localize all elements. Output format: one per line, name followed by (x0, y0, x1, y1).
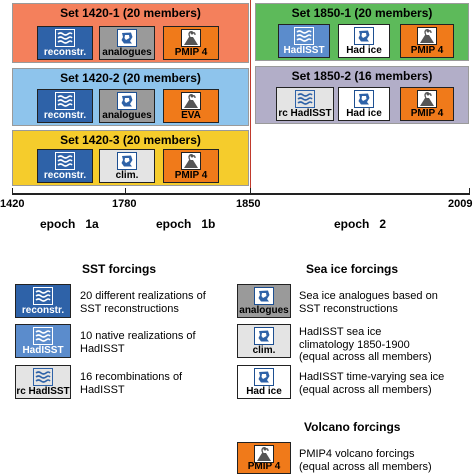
tick-label-2009: 2009 (448, 198, 473, 210)
tick-1420 (12, 188, 13, 195)
tick-label-1850: 1850 (236, 198, 261, 210)
volcano-icon (417, 90, 437, 108)
legend-pmip4-tile: PMIP 4 (237, 442, 291, 474)
tile-label: clim. (252, 345, 276, 356)
tile-label: analogues (239, 305, 289, 316)
tile-label: analogues (102, 47, 152, 58)
epoch-2-label: epoch 2 (334, 217, 387, 231)
legend-desc: 20 different realizations of SST reconst… (80, 290, 206, 315)
tile-label: Had ice (346, 108, 382, 119)
set-1420-2-box: Set 1420-2 (20 members) reconstr. analog… (12, 68, 249, 126)
tile-label: reconstr. (43, 110, 87, 121)
tile-label: reconstr. (43, 170, 87, 181)
legend-desc: 16 recombinations of HadISST (80, 371, 183, 396)
eva-tile: EVA (163, 89, 219, 123)
sst-forcings-heading: SST forcings (82, 262, 157, 276)
legend-reconstr-tile: reconstr. (15, 284, 71, 318)
tile-label: PMIP 4 (410, 108, 444, 119)
legend-desc: PMIP4 volcano forcings (equal across all… (299, 448, 432, 473)
rc-hadisst-tile: rc HadISST (276, 87, 334, 121)
volcano-icon (181, 152, 201, 170)
tile-label: Had ice (246, 386, 282, 397)
sea-ice-icon (117, 92, 137, 110)
legend-desc: HadISST time-varying sea ice (equal acro… (299, 371, 445, 396)
pmip4-tile: PMIP 4 (400, 24, 454, 58)
waves-icon (33, 368, 53, 386)
sea-ice-icon (254, 287, 274, 305)
legend-desc: 10 native realizations of HadISST (80, 330, 196, 355)
legend-hadisst-tile: HadISST (15, 324, 71, 358)
tile-label: analogues (102, 110, 152, 121)
tile-label: HadISST (22, 345, 64, 356)
epoch-1b-label: epoch 1b (156, 217, 216, 231)
volcano-icon (254, 445, 274, 463)
legend-rc-hadisst-tile: rc HadISST (15, 365, 71, 399)
tick-1850 (250, 188, 251, 195)
tile-label: HadISST (283, 45, 325, 56)
tile-label: Had ice (346, 45, 382, 56)
pmip4-tile: PMIP 4 (163, 26, 219, 60)
volcano-icon (417, 27, 437, 45)
epoch-1a-label: epoch 1a (40, 217, 99, 231)
had-ice-tile: Had ice (338, 24, 390, 58)
legend-had-ice-tile: Had ice (237, 365, 291, 399)
tick-2009 (469, 188, 470, 195)
waves-icon (33, 327, 53, 345)
set-1850-1-box: Set 1850-1 (20 members) HadISST Had ice … (255, 3, 469, 61)
tile-label: EVA (181, 110, 201, 121)
tick-label-1780: 1780 (112, 198, 137, 210)
set-title: Set 1420-1 (20 members) (60, 6, 201, 20)
pmip4-tile: PMIP 4 (400, 87, 454, 121)
hadisst-tile: HadISST (278, 24, 330, 58)
reconstr-tile: reconstr. (37, 26, 93, 60)
set-title: Set 1420-2 (20 members) (60, 71, 201, 85)
tile-label: rc HadISST (278, 108, 332, 119)
sea-ice-icon (117, 29, 137, 47)
set-title: Set 1420-3 (20 members) (60, 133, 201, 147)
tile-label: reconstr. (43, 47, 87, 58)
waves-icon (294, 27, 314, 45)
volcano-forcings-heading: Volcano forcings (304, 420, 401, 434)
waves-icon (33, 287, 53, 305)
set-title: Set 1850-2 (16 members) (291, 69, 433, 83)
reconstr-tile: reconstr. (37, 149, 93, 183)
waves-icon (295, 90, 315, 108)
analogues-tile: analogues (99, 26, 155, 60)
timeline-axis (12, 193, 470, 195)
waves-icon (55, 29, 75, 47)
pmip4-tile: PMIP 4 (163, 149, 219, 183)
sea-ice-icon (254, 368, 274, 386)
sea-ice-icon (117, 152, 137, 170)
tile-label: PMIP 4 (410, 45, 444, 56)
tile-label: reconstr. (21, 305, 65, 316)
tile-label: clim. (115, 170, 139, 181)
legend-analogues-tile: analogues (237, 284, 291, 318)
tile-label: rc HadISST (16, 386, 70, 397)
set-1420-3-box: Set 1420-3 (20 members) reconstr. clim. … (12, 130, 249, 186)
epoch-divider (250, 0, 251, 194)
tick-1780 (125, 188, 126, 195)
volcano-icon (181, 92, 201, 110)
tick-label-1420: 1420 (0, 198, 25, 210)
sea-ice-icon (354, 27, 374, 45)
reconstr-tile: reconstr. (37, 89, 93, 123)
legend-clim-tile: clim. (237, 324, 291, 358)
clim-tile: clim. (99, 149, 155, 183)
set-title: Set 1850-1 (20 members) (291, 6, 433, 20)
waves-icon (55, 152, 75, 170)
set-1850-2-box: Set 1850-2 (16 members) rc HadISST Had i… (255, 66, 469, 124)
tile-label: PMIP 4 (247, 461, 281, 472)
set-1420-1-box: Set 1420-1 (20 members) reconstr. analog… (12, 3, 249, 63)
legend-desc: Sea ice analogues based on SST reconstru… (299, 290, 438, 315)
waves-icon (55, 92, 75, 110)
tile-label: PMIP 4 (174, 47, 208, 58)
legend-desc: HadISST sea ice climatology 1850-1900 (e… (299, 326, 432, 363)
analogues-tile: analogues (99, 89, 155, 123)
sea-ice-icon (254, 327, 274, 345)
had-ice-tile: Had ice (338, 87, 390, 121)
tile-label: PMIP 4 (174, 170, 208, 181)
volcano-icon (181, 29, 201, 47)
sea-ice-forcings-heading: Sea ice forcings (306, 262, 399, 276)
sea-ice-icon (354, 90, 374, 108)
